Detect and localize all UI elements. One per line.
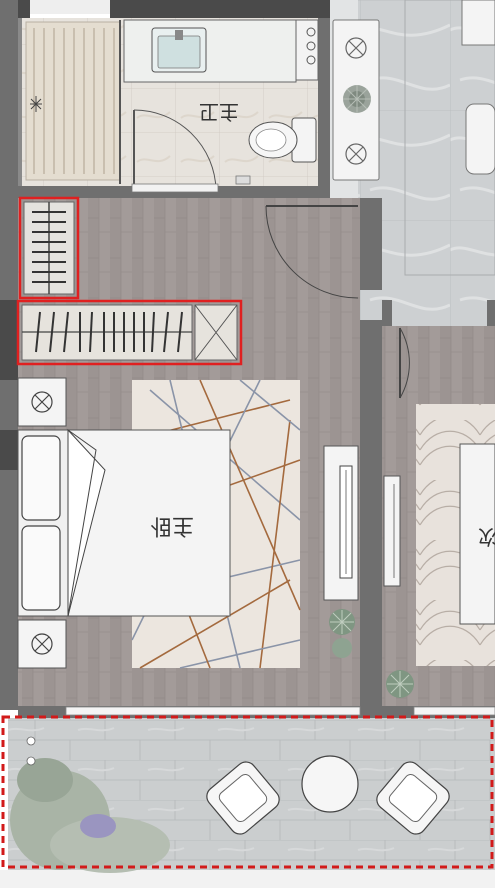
shoe-rack-icon: [23, 201, 75, 295]
floor-drain: [235, 175, 251, 185]
stove-icon: [345, 37, 367, 165]
left-wall-dark-band: [0, 300, 18, 380]
balcony-window-right: [413, 706, 495, 716]
toilet-icon: [248, 117, 317, 163]
bedroom-right-wall-gap: [360, 290, 382, 320]
tv-icon: [323, 445, 359, 601]
armchair-icon-2: [376, 761, 450, 835]
left-wall-dark-band-2: [0, 430, 18, 470]
washing-machine-panel: [295, 19, 319, 81]
top-wall-right: [110, 0, 358, 18]
adjacent-door-swing: [399, 327, 410, 399]
hall-shelf: [461, 0, 495, 46]
hall-chair: [465, 103, 495, 175]
nightstand-lamp-icon: [17, 377, 67, 427]
balcony-highlight: [1, 715, 494, 869]
top-wall-center: [30, 0, 110, 14]
bed-icon: [17, 428, 231, 617]
bathroom-door-swing: [133, 109, 217, 191]
vanity-counter: [123, 19, 297, 83]
potted-plant-icon-bedroom: [329, 609, 355, 658]
armchair-icon: [206, 761, 280, 835]
nightstand-lamp-icon-2: [17, 619, 67, 669]
balcony-window-left: [65, 706, 361, 716]
adjacent-bed: [459, 443, 495, 625]
hall-inner-panel: [404, 0, 495, 276]
potted-plant-icon-adjacent: [386, 670, 414, 698]
potted-plant-icon: [343, 85, 371, 113]
bedroom-door-swing: [265, 205, 359, 299]
bathroom-door-threshold: [131, 183, 219, 193]
bathroom-left-wall-sliver: [18, 18, 22, 186]
wardrobe-icon: [21, 304, 238, 361]
bedroom-right-wall: [360, 198, 382, 718]
shoe-rack-highlight: [18, 196, 80, 300]
wardrobe-highlight: [16, 299, 243, 366]
shower-area: [25, 21, 121, 181]
balcony-planting: [10, 736, 170, 873]
balcony-bottom-edge: [0, 870, 495, 888]
bathroom-right-wall: [318, 18, 330, 198]
adjacent-top-door-gap: [392, 300, 487, 326]
adjacent-room-label: 次: [478, 525, 495, 549]
adjacent-tv-cabinet: [383, 475, 401, 587]
bedroom-label: 主卧: [150, 513, 194, 538]
bathroom-label: 主卫: [199, 100, 239, 124]
sink-icon: [151, 27, 207, 73]
round-table-icon: [301, 755, 359, 813]
